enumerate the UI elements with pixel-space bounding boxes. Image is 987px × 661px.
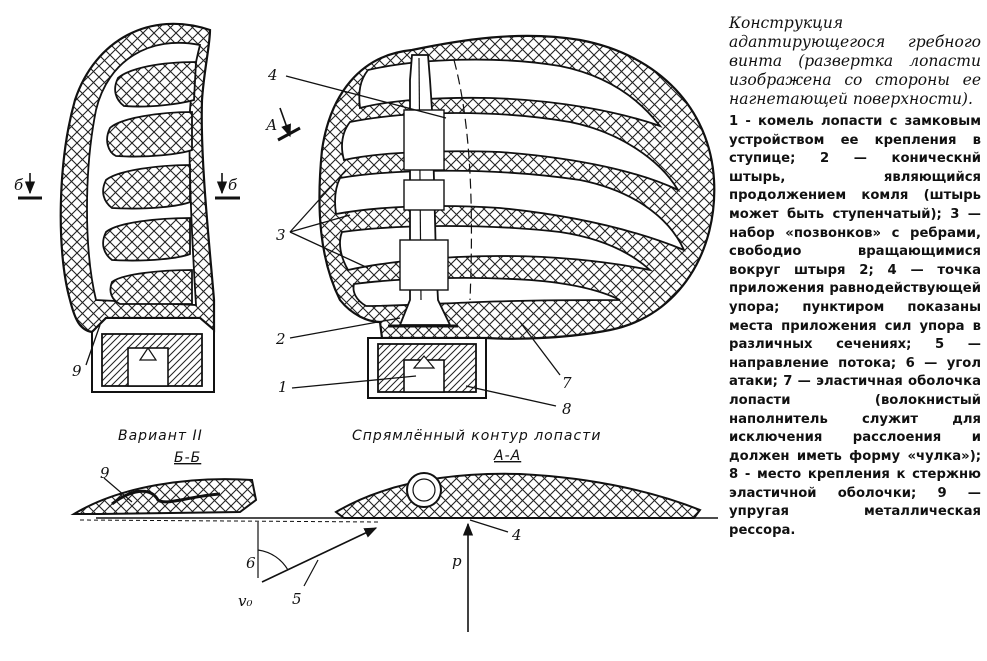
section-bb-profile: [70, 478, 258, 515]
straightened-caption: Спрямлённый контур лопасти: [352, 428, 601, 444]
section-aa-caption: А-А: [493, 448, 521, 464]
figure-caption: Конструкция адаптирующегося гребного вин…: [729, 14, 981, 541]
label-b-left: б: [14, 176, 24, 194]
label-4-top: 4: [267, 66, 278, 84]
spring-leaf: [111, 489, 221, 506]
label-6: 6: [246, 554, 256, 572]
section-aa-profile: [334, 472, 702, 519]
leader-lines: [285, 75, 561, 407]
label-v0: v₀: [238, 592, 253, 610]
force-arrows: [103, 477, 509, 632]
blade-construction-drawing: б б 9: [14, 22, 718, 632]
label-9-section: 9: [100, 464, 110, 482]
central-pin: [388, 54, 458, 328]
section-b-markers: [18, 173, 240, 200]
label-9-top: 9: [72, 362, 82, 380]
label-5: 5: [292, 590, 302, 608]
variant-caption: Вариант II: [118, 428, 203, 444]
left-root: [91, 317, 215, 393]
attack-angle-arc: [257, 549, 289, 571]
label-p: р: [452, 552, 462, 570]
label-1: 1: [278, 378, 288, 396]
straightened-contour-view: [277, 34, 716, 407]
label-7: 7: [562, 374, 572, 392]
label-8: 8: [562, 400, 572, 418]
left-vertebrae: [102, 61, 197, 305]
section-bb-caption: Б-Б: [174, 450, 201, 466]
label-b-right: б: [228, 176, 238, 194]
thrust-line: [453, 59, 473, 301]
caption-title: Конструкция адаптирующегося гребного вин…: [729, 14, 981, 108]
leader-9-top: [85, 324, 101, 366]
label-view-a: А: [265, 116, 277, 134]
sections: [70, 472, 718, 632]
label-4-bottom: 4: [511, 526, 522, 544]
label-2: 2: [275, 330, 286, 348]
caption-legend: 1 - комель лопасти с замковым устройство…: [729, 114, 981, 539]
view-a-arrow: [277, 107, 301, 142]
label-3: 3: [276, 226, 286, 244]
right-root: [367, 337, 487, 399]
variant-ii-view: [18, 22, 240, 393]
flow-arrow: [261, 527, 378, 583]
